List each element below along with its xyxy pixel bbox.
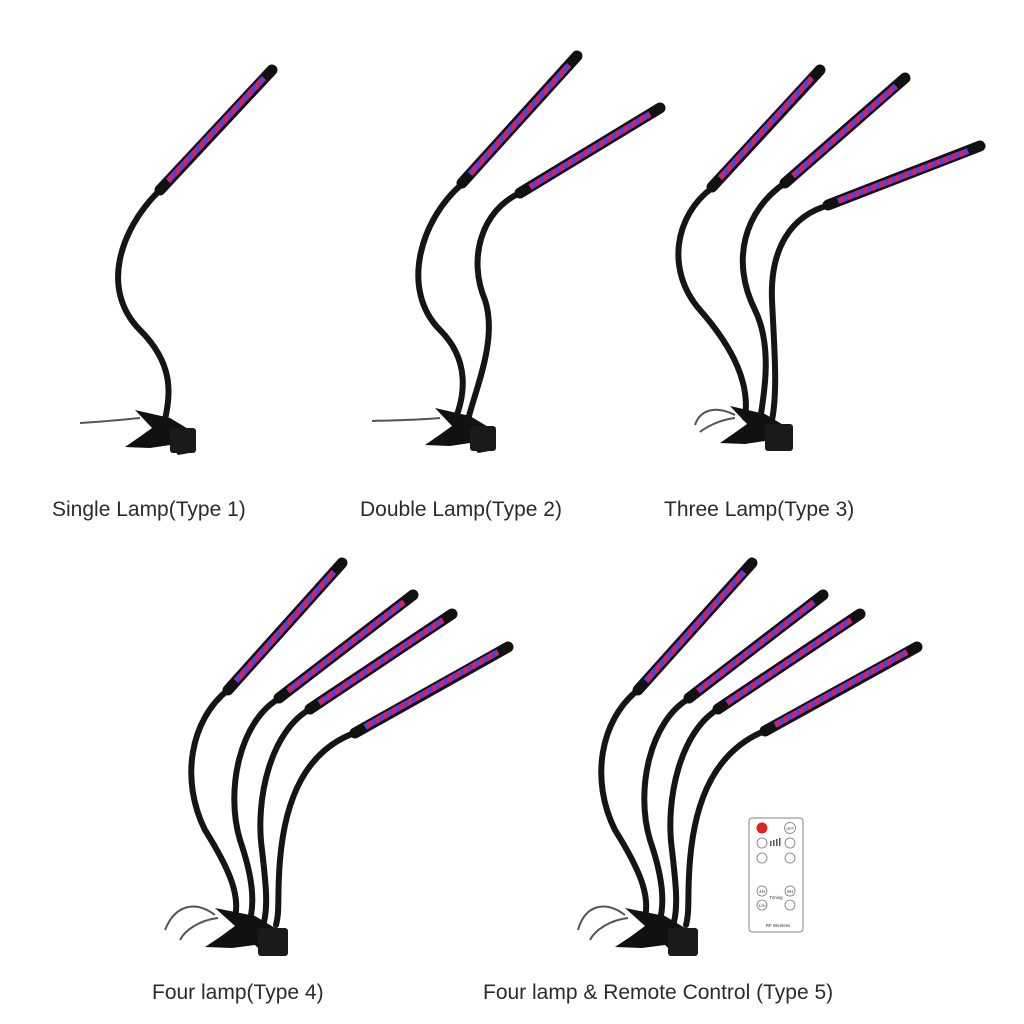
- lamp-type-1: [79, 64, 278, 455]
- gooseneck-icon: [675, 185, 749, 421]
- gooseneck-icon: [231, 695, 283, 923]
- gooseneck-icon: [465, 189, 525, 423]
- lamp-type-3: [675, 64, 986, 451]
- caption-type-2: Double Lamp(Type 2): [360, 498, 562, 521]
- led-bar-icon: [514, 102, 666, 199]
- remote-off-label: OFF: [786, 826, 795, 831]
- caption-type-4: Four lamp(Type 4): [152, 981, 324, 1004]
- remote-timer-12h: 12H: [758, 903, 765, 908]
- caption-type-5: Four lamp & Remote Control (Type 5): [483, 981, 834, 1004]
- clip-base-icon: [615, 908, 698, 956]
- remote-timer-8h: 8H: [787, 889, 793, 894]
- gooseneck-icon: [188, 687, 240, 921]
- led-bar-icon: [712, 608, 866, 715]
- gooseneck-icon: [598, 687, 650, 921]
- lamp-type-2: [371, 50, 666, 453]
- power-button-icon: [756, 822, 768, 834]
- gooseneck-icon: [641, 695, 693, 923]
- gooseneck-icon: [667, 705, 723, 925]
- led-bar-icon: [759, 641, 923, 737]
- gooseneck-icon: [415, 181, 466, 423]
- power-cable: [164, 905, 219, 941]
- lamp-type-4: [164, 557, 514, 956]
- remote-wireless-label: RF Wireless: [766, 923, 791, 928]
- gooseneck-icon: [683, 727, 770, 928]
- led-bar-icon: [304, 608, 458, 715]
- led-bar-icon: [349, 641, 514, 739]
- remote-control-icon: OFF 4H 8H Timing 12H RF Wireless: [748, 817, 804, 933]
- led-bar-icon: [154, 64, 278, 196]
- led-bar-icon: [779, 72, 911, 189]
- gooseneck-icon: [273, 729, 360, 928]
- power-cable: [79, 417, 141, 424]
- caption-type-1: Single Lamp(Type 1): [52, 498, 246, 521]
- power-cable: [694, 408, 736, 433]
- clip-base-icon: [205, 908, 288, 956]
- gooseneck-icon: [257, 705, 315, 925]
- led-bar-icon: [222, 557, 348, 696]
- clip-base-icon: [125, 410, 196, 455]
- led-bar-icon: [632, 557, 758, 696]
- gooseneck-icon: [768, 202, 833, 423]
- caption-type-3: Three Lamp(Type 3): [664, 498, 855, 521]
- power-cable: [577, 905, 629, 941]
- remote-timer-4h: 4H: [759, 889, 765, 894]
- clip-base-icon: [425, 408, 496, 453]
- led-bar-icon: [273, 589, 419, 704]
- led-bar-icon: [706, 64, 826, 193]
- gooseneck-icon: [115, 189, 172, 423]
- gooseneck-icon: [739, 180, 788, 423]
- led-bar-icon: [822, 140, 986, 211]
- lamp-type-5: OFF 4H 8H Timing 12H RF Wireless: [577, 557, 923, 956]
- led-bar-icon: [683, 589, 829, 704]
- clip-base-icon: [720, 406, 793, 451]
- led-bar-icon: [456, 50, 583, 189]
- power-cable: [371, 417, 441, 422]
- remote-timing-label: Timing: [769, 895, 783, 900]
